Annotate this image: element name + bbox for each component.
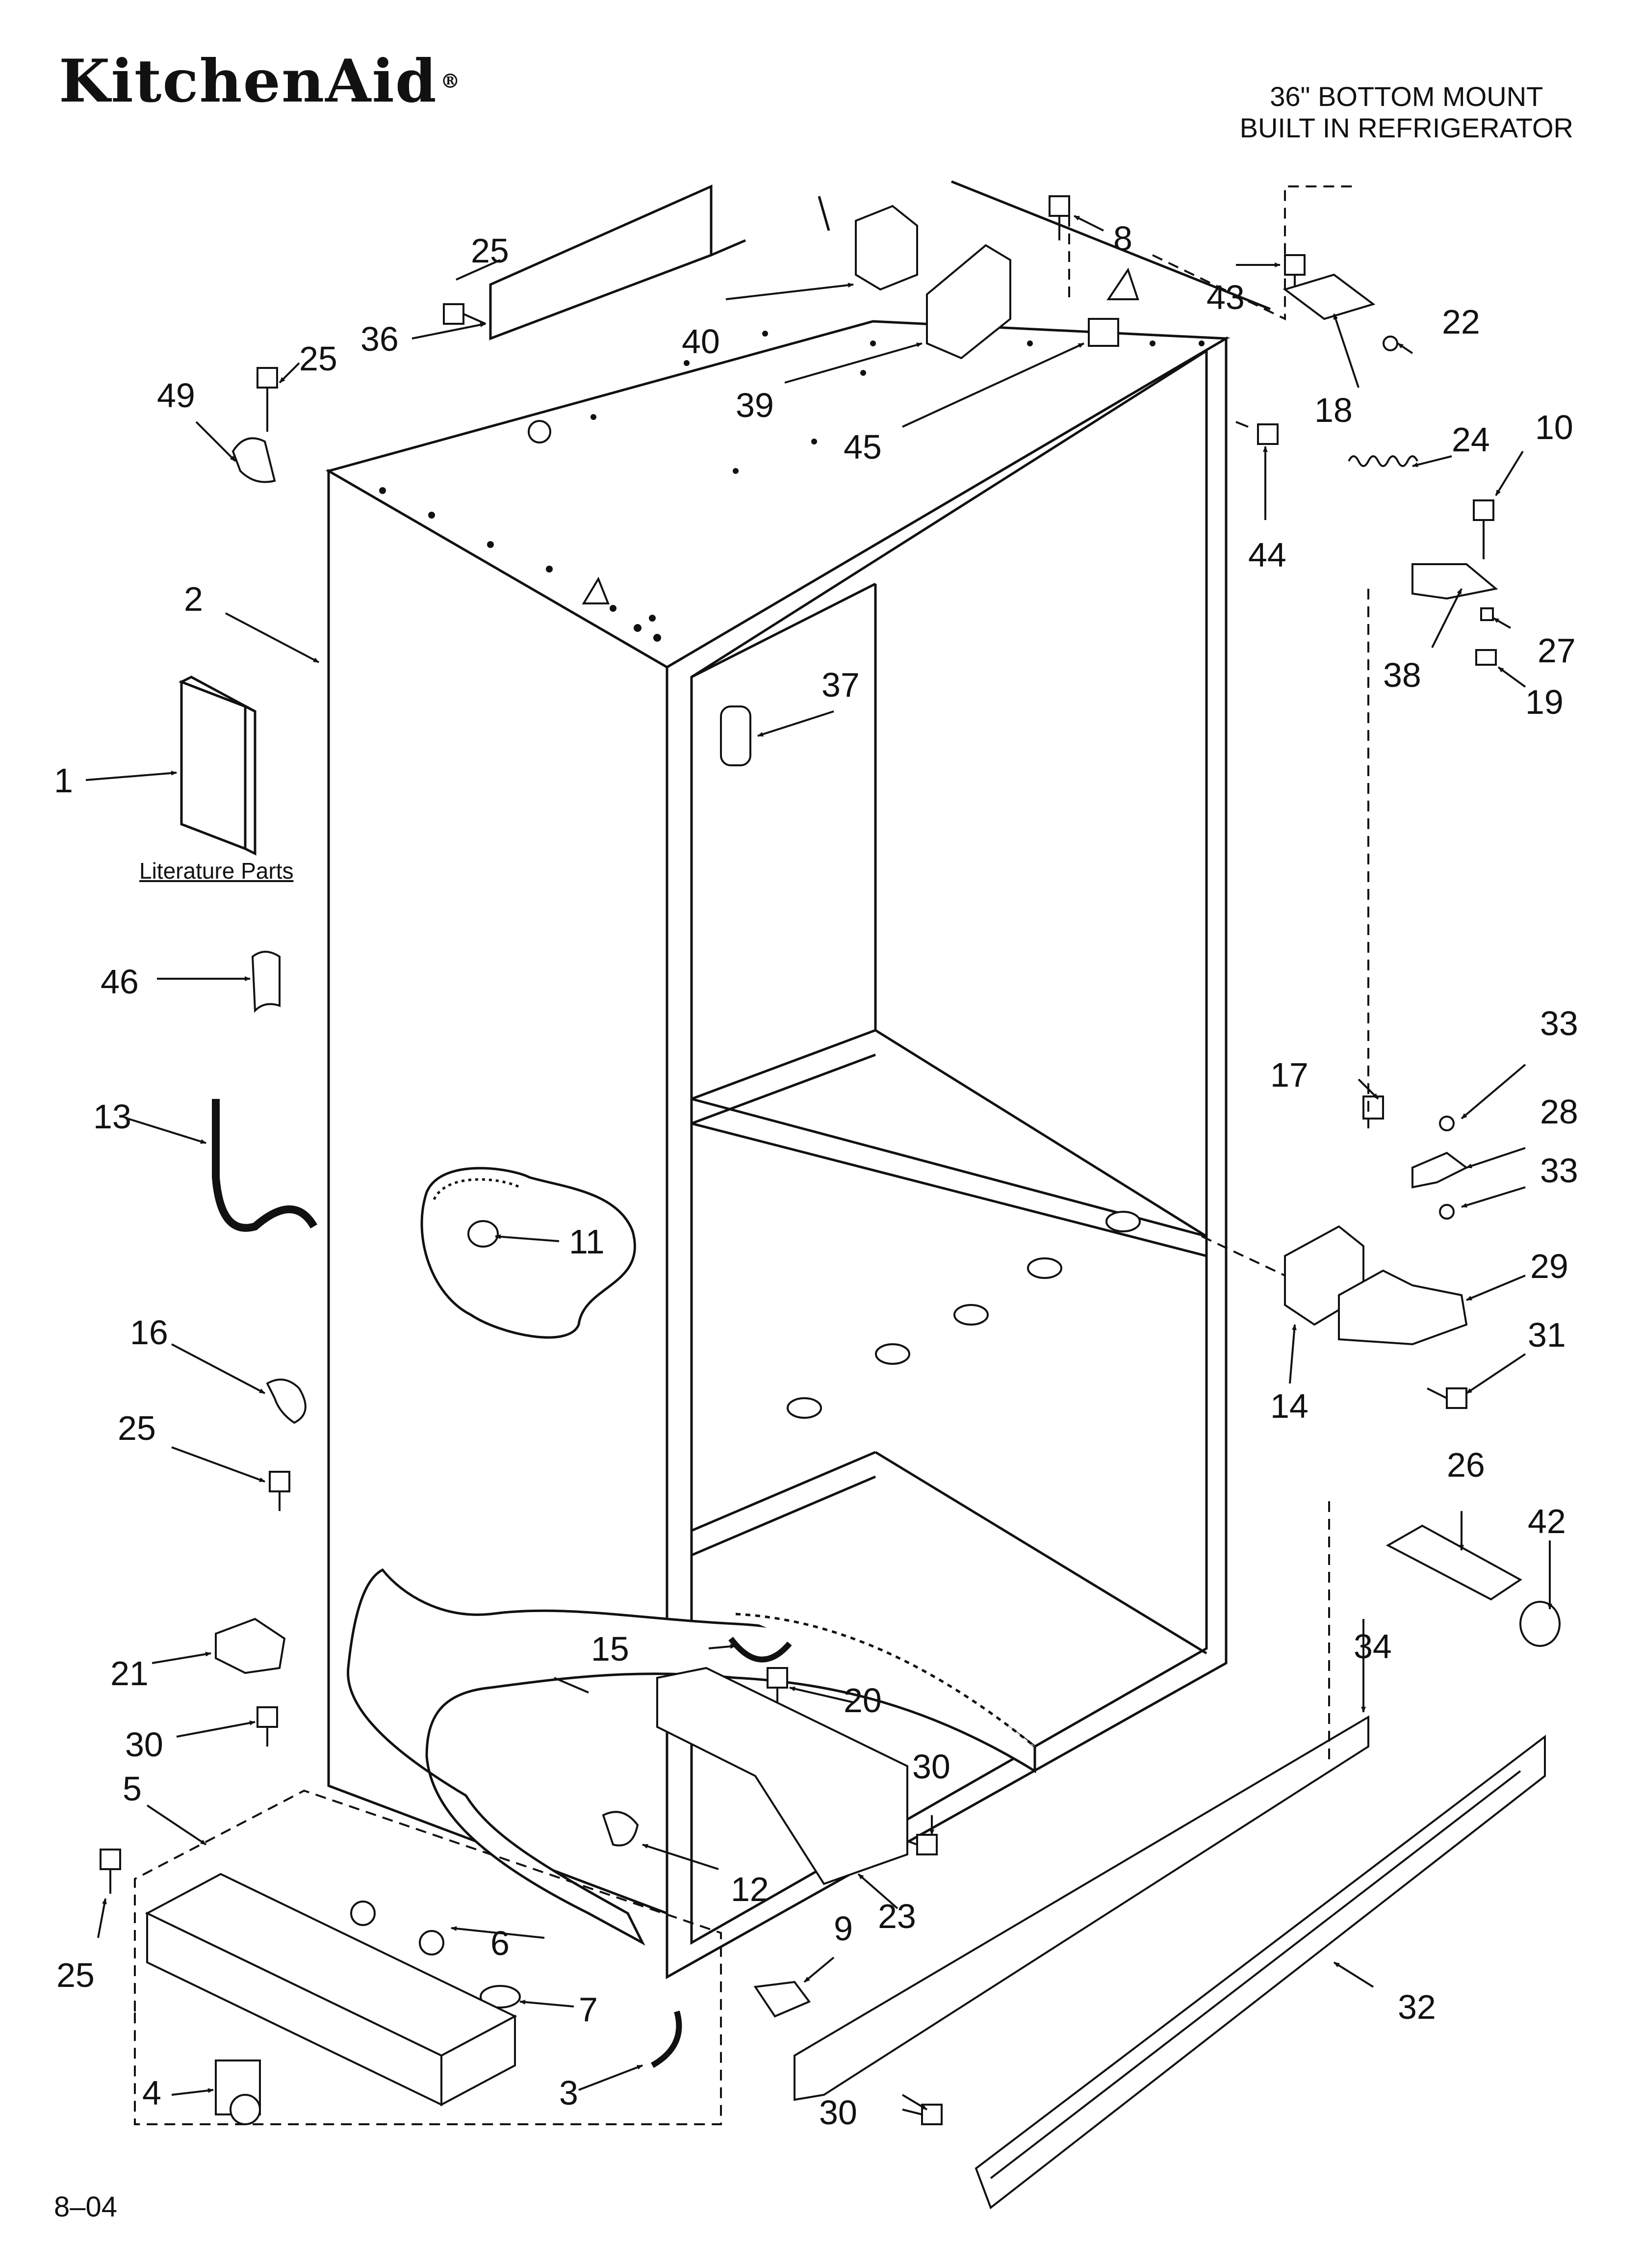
literature-parts-box (178, 676, 257, 856)
brand-logo: KitchenAid® (59, 47, 461, 116)
callout-4: 4 (142, 2074, 161, 2112)
callout-30-bottom: 30 (819, 2093, 857, 2132)
callout-22: 22 (1442, 303, 1480, 341)
callout-36: 36 (360, 320, 399, 358)
base-assembly (145, 1873, 517, 2107)
callout-10: 10 (1535, 408, 1573, 446)
callout-21: 21 (110, 1654, 149, 1693)
top-bracket-tabs (582, 267, 1139, 604)
callout-31: 31 (1528, 1316, 1566, 1354)
callout-11: 11 (569, 1223, 605, 1261)
callout-26: 26 (1447, 1446, 1485, 1484)
callout-37: 37 (821, 666, 860, 704)
callout-5: 5 (123, 1770, 142, 1808)
callout-39: 39 (736, 386, 774, 424)
callout-44: 44 (1248, 536, 1286, 574)
callout-30-left: 30 (125, 1725, 163, 1764)
callout-7: 7 (579, 1990, 598, 2029)
callout-49: 49 (157, 376, 195, 415)
air-vent-holes (787, 1211, 1141, 1419)
callout-16: 16 (130, 1313, 168, 1352)
callout-19: 19 (1525, 683, 1564, 721)
callout-32: 32 (1398, 1988, 1436, 2026)
leader-arrows (85, 215, 1552, 2111)
callout-6: 6 (490, 1924, 510, 1962)
brand-name: KitchenAid (59, 47, 437, 116)
title-line-1: 36" BOTTOM MOUNT (1270, 81, 1543, 112)
callout-23: 23 (878, 1897, 916, 1935)
registered-mark: ® (440, 70, 461, 93)
cabinet-shell (325, 180, 1271, 1980)
callout-1: 1 (54, 761, 73, 800)
callout-2: 2 (184, 580, 203, 618)
insulation-cutout-bottom (347, 1568, 1036, 1946)
dashed-guide-lines (134, 185, 1369, 2125)
callout-45: 45 (844, 428, 882, 466)
callout-33-top: 33 (1540, 1004, 1578, 1043)
literature-parts-label: Literature Parts (139, 858, 294, 884)
callout-12: 12 (731, 1870, 769, 1908)
screw-icons (100, 195, 1497, 2125)
footer-code: 8–04 (54, 2191, 118, 2223)
title-line-2: BUILT IN REFRIGERATOR (1239, 112, 1573, 143)
document-title: 36" BOTTOM MOUNT BUILT IN REFRIGERATOR (1240, 81, 1573, 144)
callout-numbers: 1 2 3 4 5 6 7 8 9 10 11 12 13 14 15 16 1… (54, 219, 1578, 2132)
insulation-cutout-side (420, 1167, 636, 1339)
callout-25-left: 25 (299, 339, 337, 378)
callout-9: 9 (834, 1909, 853, 1948)
callout-38: 38 (1383, 656, 1421, 694)
callout-40: 40 (682, 322, 720, 361)
callout-25-mid: 25 (118, 1409, 156, 1447)
callout-17: 17 (1270, 1056, 1308, 1094)
callout-24: 24 (1452, 420, 1490, 459)
part-icons (212, 205, 1561, 2210)
callout-27: 27 (1538, 631, 1576, 670)
callout-14: 14 (1270, 1387, 1308, 1425)
callout-25-top: 25 (471, 232, 509, 270)
callout-20: 20 (844, 1681, 882, 1720)
callout-18: 18 (1314, 391, 1353, 429)
callout-8: 8 (1113, 219, 1132, 258)
callout-43: 43 (1206, 278, 1245, 316)
callout-29: 29 (1530, 1247, 1568, 1285)
callout-28: 28 (1540, 1093, 1578, 1131)
top-face-holes (379, 331, 1205, 642)
callout-30-mid: 30 (912, 1747, 950, 1786)
callout-15: 15 (591, 1630, 629, 1668)
callout-46: 46 (101, 963, 139, 1001)
callout-3: 3 (559, 2074, 578, 2112)
callout-13: 13 (93, 1097, 131, 1136)
callout-34: 34 (1354, 1627, 1392, 1666)
callout-42: 42 (1528, 1502, 1566, 1540)
callout-33-mid: 33 (1540, 1151, 1578, 1190)
callout-25-bottom: 25 (56, 1956, 95, 1994)
